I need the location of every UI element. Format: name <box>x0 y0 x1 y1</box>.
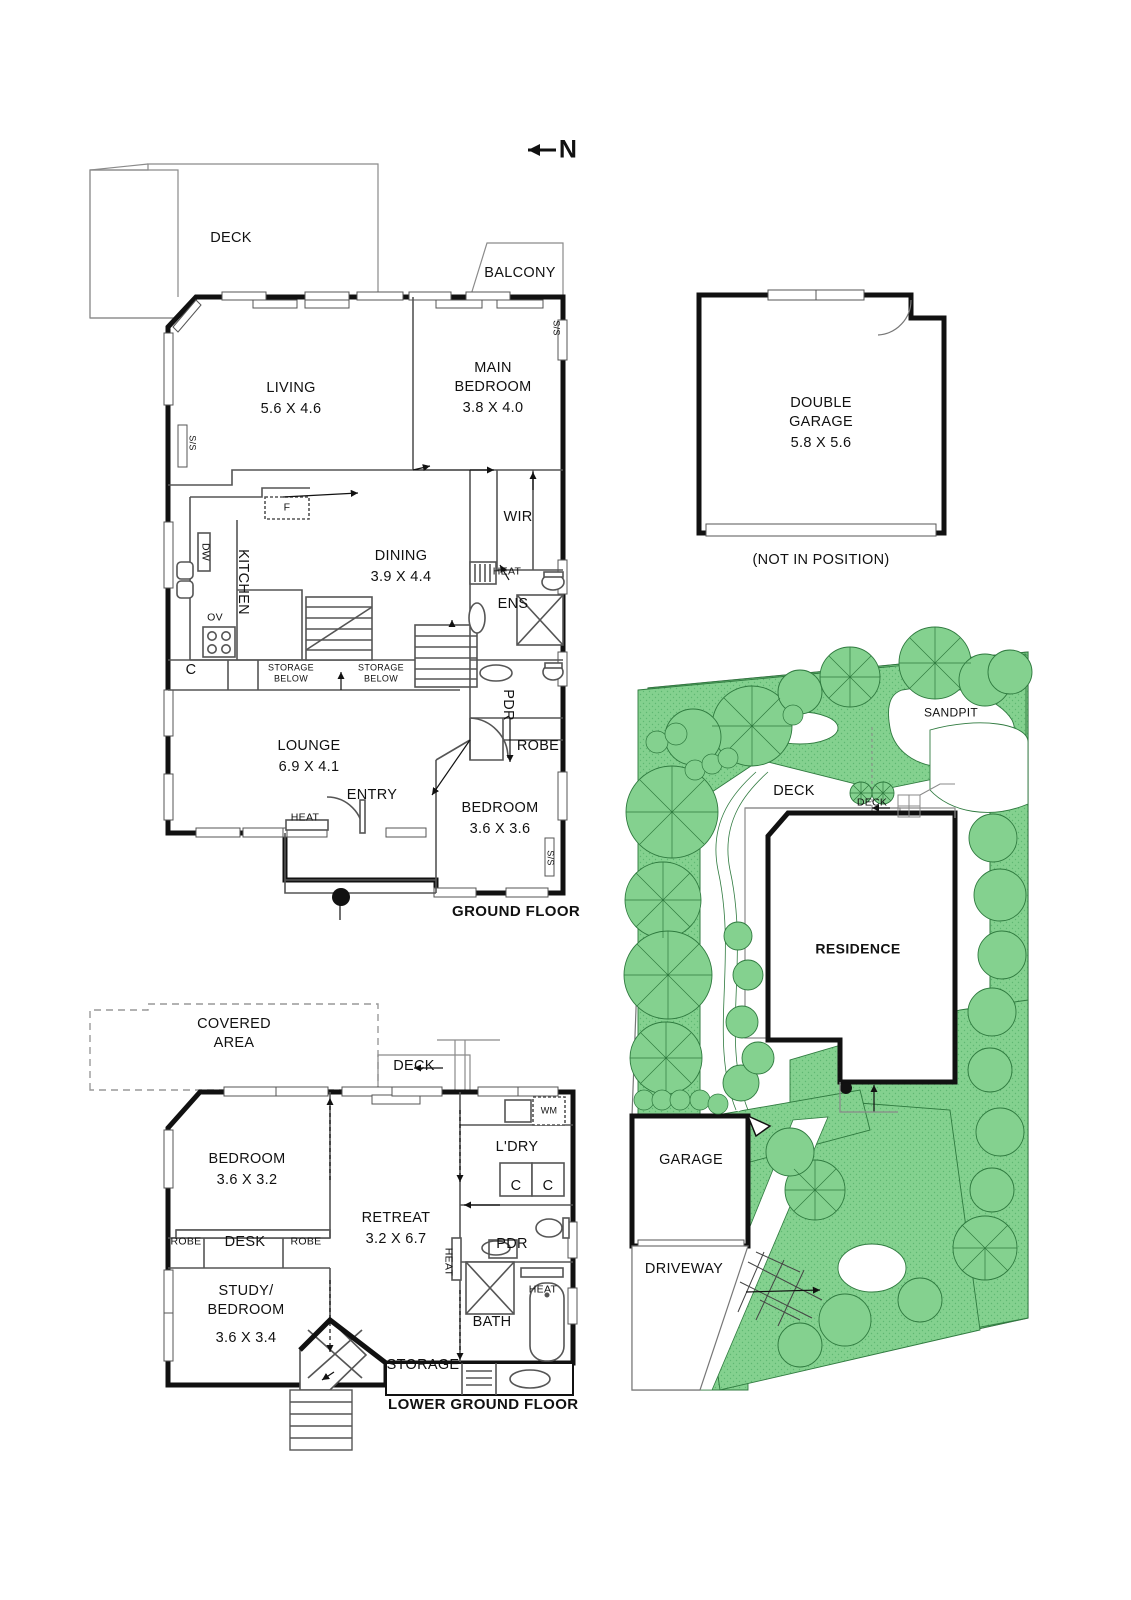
label-covered-area-2: AREA <box>213 1034 255 1051</box>
label-double-garage-dims: 5.8 X 5.6 <box>790 434 852 451</box>
label-wir: WIR <box>503 508 533 525</box>
label-bedroom-lower-dims: 3.6 X 3.2 <box>216 1171 278 1188</box>
label-cupboard-lower-1: C <box>510 1177 522 1194</box>
label-bedroom-lower: BEDROOM <box>208 1150 286 1167</box>
label-dining: DINING <box>374 547 428 564</box>
label-storage-below-2: STORAGE <box>358 662 404 673</box>
tree-canopies <box>623 626 1033 1368</box>
double-garage-plan <box>696 289 947 537</box>
label-oven: OV <box>207 611 223 624</box>
label-cupboard-ground: C <box>185 661 197 678</box>
label-heat-lower-1: HEAT <box>442 1247 455 1277</box>
label-heat-ground-1: HEAT <box>492 565 522 578</box>
label-retreat-dims: 3.2 X 6.7 <box>365 1230 427 1247</box>
ground-floor-plan <box>89 163 568 920</box>
label-deck-ground: DECK <box>210 229 252 246</box>
label-dishwasher: DW <box>199 542 212 562</box>
site-plan <box>623 626 1033 1391</box>
label-ss-2: S/S <box>187 435 198 451</box>
label-balcony: BALCONY <box>484 264 556 281</box>
label-pdr-ground: PDR <box>500 689 517 721</box>
label-fridge: F <box>283 501 291 514</box>
label-covered-area-1: COVERED <box>197 1015 271 1032</box>
label-living-dims: 5.6 X 4.6 <box>260 400 322 417</box>
label-retreat: RETREAT <box>361 1209 431 1226</box>
label-ground-floor-title: GROUND FLOOR <box>452 903 581 920</box>
label-garage-site: GARAGE <box>659 1151 723 1168</box>
label-bedroom-ground: BEDROOM <box>461 799 539 816</box>
label-ens: ENS <box>497 595 529 612</box>
label-living: LIVING <box>266 379 316 396</box>
label-dining-dims: 3.9 X 4.4 <box>370 568 432 585</box>
label-deck-site-small: DECK <box>856 796 888 809</box>
label-cupboard-lower-2: C <box>542 1177 554 1194</box>
label-ss-3: S/S <box>545 850 556 866</box>
label-lounge: LOUNGE <box>277 737 341 754</box>
north-label: N <box>558 135 578 164</box>
label-not-in-position: (NOT IN POSITION) <box>752 551 890 568</box>
label-heat-ground-2: HEAT <box>290 811 320 824</box>
north-arrow-icon <box>528 144 556 156</box>
lower-ground-floor-plan <box>89 1003 578 1451</box>
label-double-garage-2: GARAGE <box>789 413 853 430</box>
label-robe-right: ROBE <box>290 1235 322 1248</box>
label-robe-left: ROBE <box>170 1235 202 1248</box>
label-kitchen: KITCHEN <box>235 549 252 615</box>
entry-marker-dot <box>332 888 350 906</box>
label-main-bedroom-dims: 3.8 X 4.0 <box>462 399 524 416</box>
label-study-bedroom-dims: 3.6 X 3.4 <box>215 1329 277 1346</box>
label-main-bedroom-2: BEDROOM <box>454 378 532 395</box>
label-washing-machine: WM <box>540 1105 558 1116</box>
label-bath: BATH <box>472 1313 512 1330</box>
label-ss-1: S/S <box>551 320 562 336</box>
label-residence: RESIDENCE <box>815 940 901 957</box>
label-study-bedroom-1: STUDY/ <box>218 1282 274 1299</box>
label-lower-ground-floor-title: LOWER GROUND FLOOR <box>388 1396 579 1413</box>
label-deck-lower: DECK <box>393 1057 435 1074</box>
label-desk: DESK <box>224 1233 266 1250</box>
label-entry: ENTRY <box>346 786 398 803</box>
label-storage-below-1b: BELOW <box>273 673 309 684</box>
label-study-bedroom-2: BEDROOM <box>207 1301 285 1318</box>
label-storage-lower: STORAGE <box>386 1356 460 1373</box>
label-driveway: DRIVEWAY <box>644 1260 724 1277</box>
label-deck-site-main: DECK <box>773 782 815 799</box>
label-double-garage-1: DOUBLE <box>790 394 852 411</box>
label-storage-below-2b: BELOW <box>363 673 399 684</box>
label-laundry: L'DRY <box>495 1138 539 1155</box>
label-heat-lower-2: HEAT <box>528 1283 558 1296</box>
label-bedroom-ground-dims: 3.6 X 3.6 <box>469 820 531 837</box>
label-lounge-dims: 6.9 X 4.1 <box>278 758 340 775</box>
label-storage-below-1: STORAGE <box>268 662 314 673</box>
label-robe-ground: ROBE <box>516 737 560 754</box>
label-main-bedroom-1: MAIN <box>474 359 512 376</box>
label-sandpit: SANDPIT <box>923 705 979 720</box>
label-pdr-lower: PDR <box>496 1235 528 1252</box>
